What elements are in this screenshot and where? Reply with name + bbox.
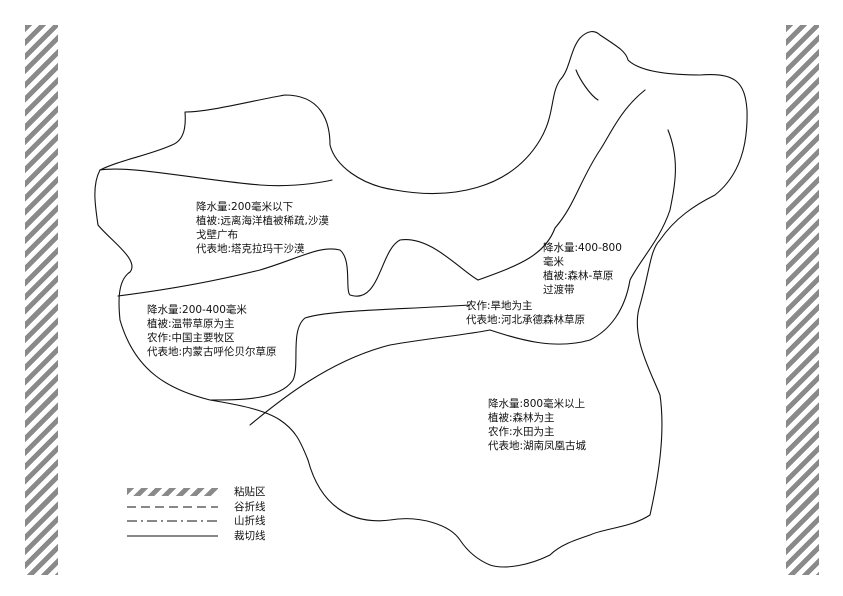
humid-representative: 代表地:湖南凤凰古城: [488, 440, 587, 452]
legend-valley-fold: 谷折线: [127, 500, 337, 514]
region-humid-text: 降水量:800毫米以上 植被:森林为主 农作:水田为主 代表地:湖南凤凰古城: [488, 397, 586, 453]
semiarid-vegetation: 植被:温带草原为主: [147, 318, 235, 330]
legend-valley-swatch: [127, 506, 218, 508]
boundary-northeast: [575, 69, 599, 101]
humid-vegetation: 植被:森林为主: [488, 412, 555, 424]
semihumid-vegetation-cont: 过渡带: [543, 284, 575, 296]
humid-precipitation: 降水量:800毫米以上: [488, 398, 586, 410]
boundary-arid-south: [117, 239, 479, 297]
legend-cut-line: 裁切线: [127, 529, 337, 543]
legend-paste-area: 粘贴区: [127, 485, 337, 499]
legend-mountain-label: 山折线: [234, 515, 266, 527]
arid-vegetation: 植被:远离海洋植被稀疏,沙漠: [196, 215, 329, 227]
humid-agriculture: 农作:水田为主: [488, 426, 555, 438]
semihumid-agriculture: 农作:旱地为主: [466, 300, 533, 312]
region-arid-text: 降水量:200毫米以下 植被:远离海洋植被稀疏,沙漠 戈壁广布 代表地:塔克拉玛…: [196, 200, 329, 256]
legend-cut-label: 裁切线: [234, 530, 266, 542]
semihumid-representative: 代表地:河北承德森林草原: [466, 314, 586, 326]
arid-representative: 代表地:塔克拉玛干沙漠: [196, 243, 305, 255]
boundary-semihumid-west: [249, 329, 491, 426]
paste-strip-left: [25, 25, 58, 575]
region-semiarid-text: 降水量:200-400毫米 植被:温带草原为主 农作:中国主要牧区 代表地:内蒙…: [147, 303, 277, 359]
boundary-semiarid-south: [209, 304, 471, 401]
boundary-arid-north: [99, 168, 333, 187]
boundary-semihumid-east: [489, 129, 676, 345]
map-outline: [94, 31, 748, 568]
legend-paste-swatch: [127, 488, 218, 496]
semihumid-vegetation: 植被:森林-草原: [543, 270, 614, 282]
region-semihumid-extra-text: 农作:旱地为主 代表地:河北承德森林草原: [466, 299, 585, 327]
legend-mountain-fold: 山折线: [127, 514, 337, 528]
arid-vegetation-cont: 戈壁广布: [196, 229, 238, 241]
semihumid-precipitation: 降水量:400-800: [543, 242, 622, 254]
region-semihumid-text: 降水量:400-800 毫米 植被:森林-草原 过渡带: [543, 241, 622, 297]
paste-strip-right: [786, 25, 819, 575]
boundary-semiarid-east: [477, 89, 646, 281]
legend-mountain-swatch: [127, 520, 218, 522]
semiarid-agriculture: 农作:中国主要牧区: [147, 332, 235, 344]
semihumid-precipitation-unit: 毫米: [543, 256, 564, 268]
legend-cut-swatch: [127, 535, 218, 537]
arid-precipitation: 降水量:200毫米以下: [196, 201, 294, 213]
semiarid-representative: 代表地:内蒙古呼伦贝尔草原: [147, 346, 277, 358]
legend-paste-label: 粘贴区: [234, 486, 266, 498]
legend-valley-label: 谷折线: [234, 501, 266, 513]
semiarid-precipitation: 降水量:200-400毫米: [147, 304, 247, 316]
